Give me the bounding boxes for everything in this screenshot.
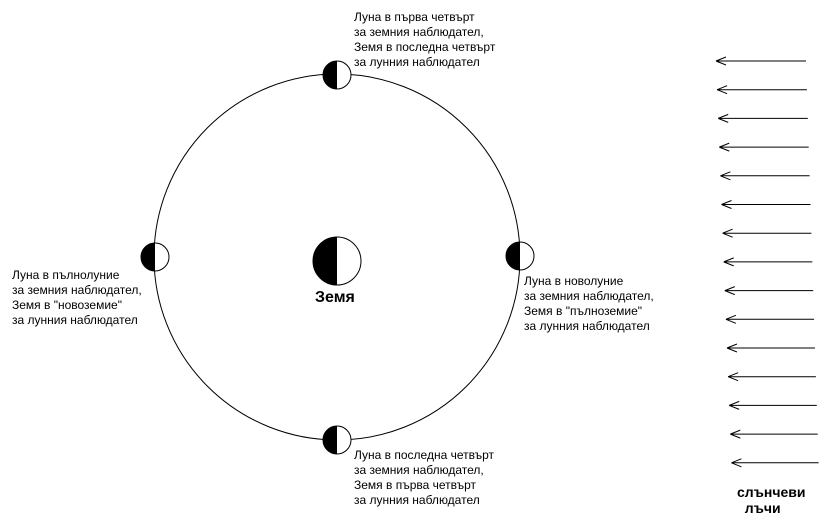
sun-ray-arrow bbox=[718, 113, 808, 123]
sun-rays-label: слънчеви лъчи bbox=[737, 484, 806, 516]
moon-bottom-label: Луна в последна четвърт за земния наблюд… bbox=[354, 448, 494, 507]
sun-ray-arrow bbox=[715, 56, 806, 66]
sun-ray-arrow bbox=[725, 314, 815, 324]
moon-left-label: Луна в пълнолуние за земния наблюдател, … bbox=[12, 268, 142, 327]
moon-top bbox=[322, 60, 352, 90]
sun-ray-arrow bbox=[727, 372, 816, 382]
sun-ray-arrow bbox=[730, 429, 818, 439]
sun-rays bbox=[715, 56, 819, 468]
moon-right-label: Луна в новолуние за земния наблюдател, З… bbox=[524, 274, 654, 333]
earth-label: Земя bbox=[315, 289, 355, 306]
sun-ray-arrow bbox=[720, 171, 810, 181]
sun-ray-arrow bbox=[724, 286, 814, 296]
moon-right bbox=[505, 241, 535, 271]
moon-left bbox=[140, 242, 170, 272]
moon-top-label: Луна в първа четвърт за земния наблюдате… bbox=[354, 10, 496, 69]
sun-ray-arrow bbox=[731, 458, 819, 468]
sun-ray-arrow bbox=[723, 257, 813, 267]
moon-bottom bbox=[322, 425, 352, 455]
sun-ray-arrow bbox=[721, 200, 811, 209]
sun-ray-arrow bbox=[719, 142, 809, 152]
earth bbox=[312, 236, 362, 286]
sun-ray-arrow bbox=[722, 228, 812, 238]
sun-ray-arrow bbox=[729, 400, 817, 410]
sun-ray-arrow bbox=[716, 85, 807, 95]
sun-ray-arrow bbox=[726, 343, 815, 353]
